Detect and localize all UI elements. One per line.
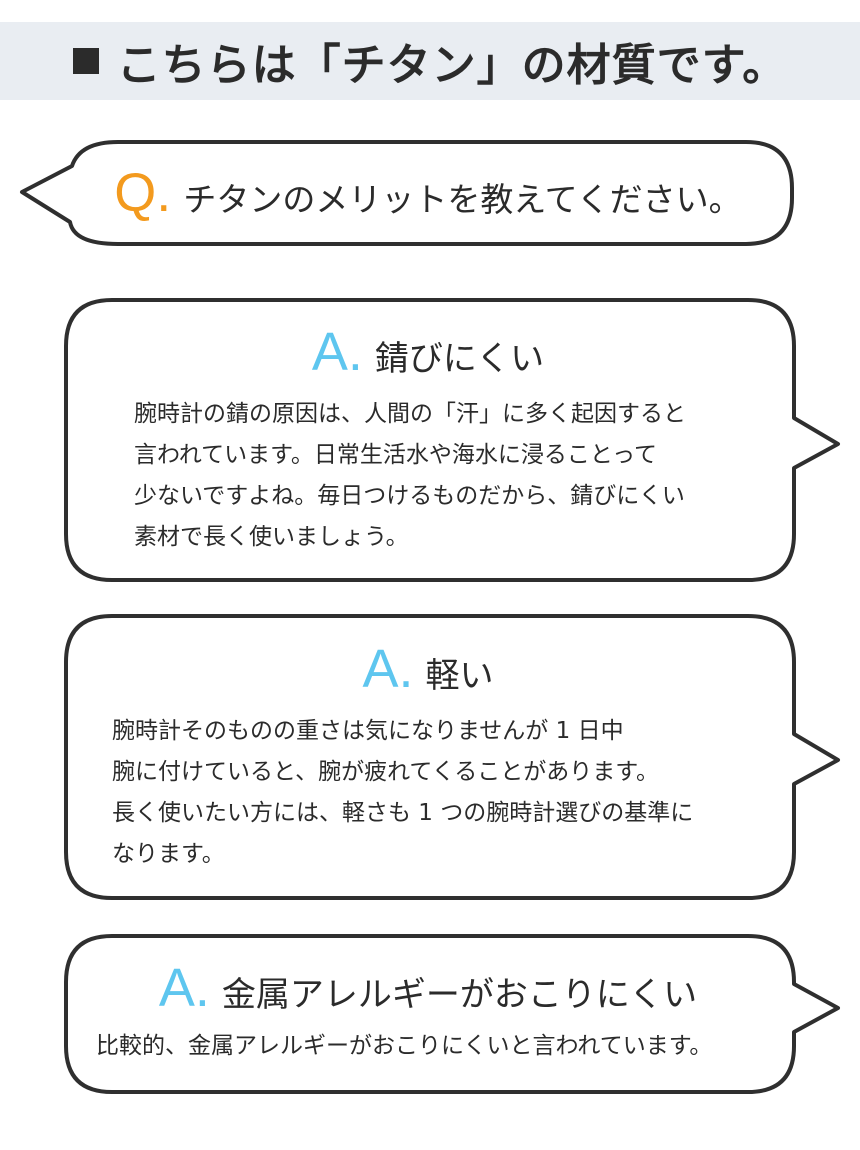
a-mark: A. <box>311 321 363 382</box>
a-mark: A. <box>158 958 210 1018</box>
q-mark: Q. <box>114 162 172 223</box>
answer-body-line: 腕時計そのものの重さは気になりませんが 1 日中 <box>112 717 624 744</box>
answer-body-line: 比較的、金属アレルギーがおこりにくいと言われています。 <box>96 1033 713 1059</box>
answer-body: 腕時計そのものの重さは気になりませんが 1 日中 腕に付けていると、腕が疲れてく… <box>112 711 693 875</box>
answer-heading: A. 軽い <box>362 642 493 697</box>
answer-bubble-outline-3 <box>64 934 840 1094</box>
answer-body: 比較的、金属アレルギーがおこりにくいと言われています。 <box>96 1026 712 1067</box>
answer-title: 錆びにくい <box>374 338 545 379</box>
answer-body-line: 少ないですよね。毎日つけるものだから、錆びにくい <box>134 482 685 509</box>
answer-body: 腕時計の錆の原因は、人間の「汗」に多く起因すると 言われています。日常生活水や海… <box>134 394 686 558</box>
a-mark: A. <box>362 638 414 699</box>
page-title: こちらは「チタン」の材質です。 <box>116 40 788 91</box>
answer-bubble-1: A. 錆びにくい 腕時計の錆の原因は、人間の「汗」に多く起因すると 言われていま… <box>70 302 786 580</box>
answer-title: 金属アレルギーがおこりにくい <box>221 975 698 1015</box>
answer-title: 軽い <box>425 655 494 696</box>
answer-bubble-outline-1 <box>64 298 840 582</box>
answer-heading: A. 金属アレルギーがおこりにくい <box>159 961 697 1016</box>
answer-bubble-3: A. 金属アレルギーがおこりにくい 比較的、金属アレルギーがおこりにくいと言われ… <box>70 938 786 1090</box>
header-band: こちらは「チタン」の材質です。 <box>0 22 860 100</box>
question-line: Q. チタンのメリットを教えてください。 <box>114 166 741 221</box>
answer-bubble-outline-2 <box>64 614 840 900</box>
answer-body-line: 長く使いたい方には、軽さも 1 つの腕時計選びの基準に <box>112 799 694 826</box>
answer-body-line: 腕に付けていると、腕が疲れてくることがあります。 <box>112 758 659 785</box>
question-text: チタンのメリットを教えてください。 <box>183 179 742 219</box>
answer-bubble-2: A. 軽い 腕時計そのものの重さは気になりませんが 1 日中 腕に付けていると、… <box>70 618 786 898</box>
answer-body-line: 腕時計の錆の原因は、人間の「汗」に多く起因すると <box>134 400 686 427</box>
answer-body-line: 素材で長く使いましょう。 <box>134 523 409 550</box>
square-bullet-icon <box>72 48 99 74</box>
answer-heading: A. 錆びにくい <box>312 325 544 380</box>
question-bubble-outline <box>20 140 794 246</box>
question-bubble: Q. チタンのメリットを教えてください。 <box>70 142 786 244</box>
answer-body-line: なります。 <box>112 840 225 867</box>
answer-body-line: 言われています。日常生活水や海水に浸ることって <box>134 441 658 468</box>
